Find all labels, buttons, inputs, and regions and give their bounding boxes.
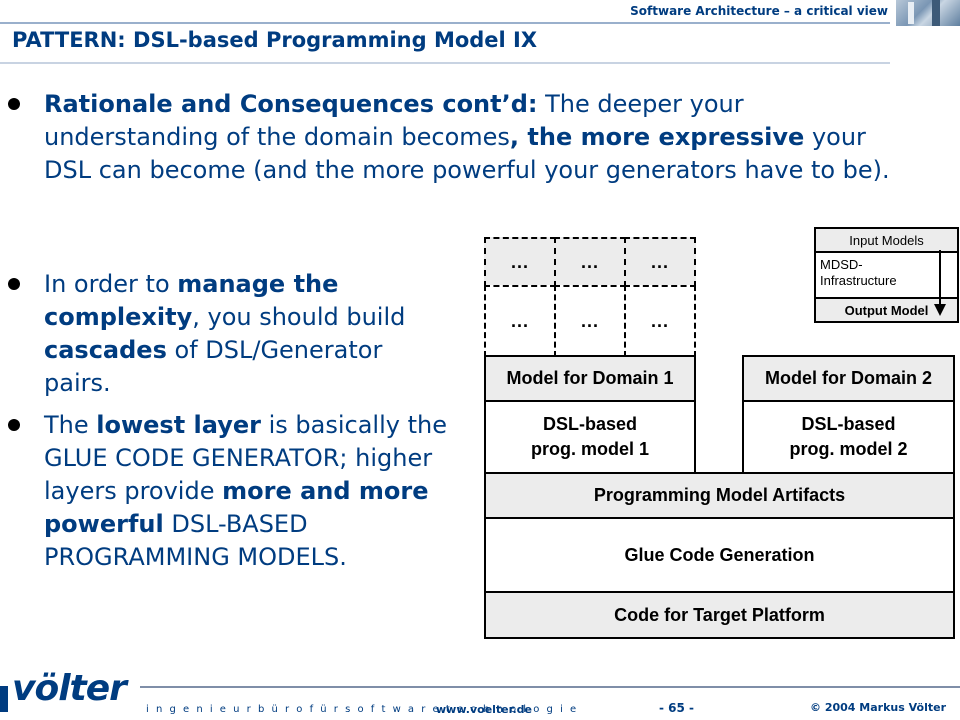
mini-arrow-icon	[934, 250, 946, 316]
bullet-text-cascades: In order to manage the complexity, you s…	[44, 268, 444, 400]
dsl-model-2-box: DSL-based prog. model 2	[742, 400, 955, 474]
bullet-run: , you should build	[192, 303, 406, 331]
programming-model-artifacts-box: Programming Model Artifacts	[484, 472, 955, 519]
bullet-run: The deeper your understanding of the dom…	[44, 90, 744, 151]
placeholder-cell: ...	[554, 237, 626, 287]
bullet-run: your DSL can become (and the more powerf…	[44, 123, 890, 184]
voelter-logo: völter	[12, 668, 127, 709]
title-divider	[0, 62, 890, 64]
glue-code-generation-box: Glue Code Generation	[484, 517, 955, 593]
title-box	[8, 26, 888, 62]
mini-infrastructure-box	[814, 251, 959, 299]
bullet-dot-icon	[8, 98, 20, 110]
mini-output-model-label: Output Model	[844, 302, 929, 318]
dsl-model-1-box: DSL-based prog. model 1	[484, 400, 696, 474]
footer-logo-box	[0, 668, 140, 716]
footer-website: www.voelter.de	[436, 703, 533, 716]
placeholder-cell: ...	[484, 285, 556, 357]
page-number: - 65 -	[659, 701, 695, 715]
bullet-run: , the more expressive	[509, 123, 805, 151]
bullet-run: Rationale and Consequences cont’d:	[44, 90, 538, 118]
logo-accent-bar	[0, 686, 8, 712]
bullet-run: The	[44, 411, 97, 439]
model-domain-1-box: Model for Domain 1	[484, 355, 696, 402]
bullet-dot-icon	[8, 278, 20, 290]
bullet-run: more and more powerful	[44, 477, 429, 538]
bullet-run: lowest layer	[96, 411, 261, 439]
mini-infrastructure-label: MDSD-Infrastructure	[820, 257, 897, 288]
placeholder-cell: ...	[554, 285, 626, 357]
slide-title: PATTERN: DSL-based Programming Model IX	[12, 28, 538, 52]
bullet-text-rationale: Rationale and Consequences cont’d: The d…	[44, 88, 894, 187]
header-divider	[0, 22, 890, 24]
series-title: Software Architecture – a critical view	[630, 4, 888, 18]
code-target-platform-box: Code for Target Platform	[484, 591, 955, 639]
bullet-run: cascades	[44, 336, 167, 364]
bullet-run: DSL-BASED PROGRAMMING MODELS.	[44, 510, 347, 571]
bullet-text-lowest-layer: The lowest layer is basically the GLUE C…	[44, 409, 474, 574]
mini-output-model-box: Output Model	[814, 297, 959, 323]
mini-input-models-label: Input Models	[849, 232, 924, 248]
bullet-run: In order to	[44, 270, 178, 298]
footer-tagline: i n g e n i e u r b ü r o f ü r s o f t …	[146, 704, 579, 715]
building-logo-icon	[896, 0, 960, 26]
bullet-dot-icon	[8, 419, 20, 431]
bullet-run: manage the complexity	[44, 270, 339, 331]
footer-copyright: © 2004 Markus Völter	[810, 701, 946, 714]
footer-divider	[0, 686, 960, 688]
bullet-run: is basically the GLUE CODE GENERATOR; hi…	[44, 411, 447, 505]
placeholder-cell: ...	[624, 285, 696, 357]
bullet-run: of DSL/Generator pairs.	[44, 336, 383, 397]
placeholder-cell: ...	[624, 237, 696, 287]
placeholder-cell: ...	[484, 237, 556, 287]
model-domain-2-box: Model for Domain 2	[742, 355, 955, 402]
